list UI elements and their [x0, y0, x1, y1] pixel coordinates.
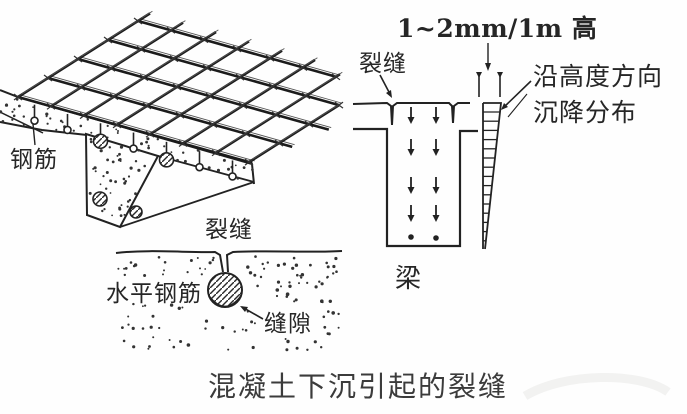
section-crack-label: 裂缝: [205, 217, 253, 243]
gap-crescent: [208, 295, 242, 308]
figure-caption: 混凝土下沉引起的裂缝: [208, 370, 508, 403]
distribution-label-line1: 沿高度方向: [533, 62, 663, 91]
slab-edge-bottom-line: [0, 121, 88, 136]
distribution-label-line2: 沉降分布: [533, 98, 637, 127]
distribution-arrowhead: [501, 103, 508, 110]
rebar-section-circle: [92, 191, 108, 207]
surface-line-with-crack: [115, 250, 343, 273]
horizontal-rebar-label: 水平钢筋: [106, 281, 202, 307]
crack-label-arrowhead: [386, 90, 392, 98]
slab-left-cut-line: [0, 111, 44, 134]
beam-label: 梁: [395, 264, 422, 294]
settlement-rate-label: 1~2mm/1m 高: [397, 14, 597, 43]
rebar-label: 钢筋: [10, 147, 58, 173]
gauge-arrowhead: [497, 72, 503, 78]
slab-surface-with-cracks: [352, 101, 470, 126]
crack-label-leader: [379, 74, 391, 95]
slab-mesh-perspective-drawing: 钢筋: [0, 10, 344, 229]
beam-outline: [353, 127, 478, 248]
generated-soil-stipple: [117, 255, 340, 352]
horizontal-rebar-circle: [207, 272, 243, 308]
gap-label: 缝隙: [264, 311, 312, 337]
rebar-section-circle: [129, 205, 143, 219]
rebar-dot: [433, 235, 439, 241]
gauge-arrowhead: [476, 72, 482, 78]
beam-elevation-drawing: 1~2mm/1m 高 裂缝 沿高度方向 沉降分布 梁: [352, 14, 663, 294]
rebar-dot: [408, 234, 414, 240]
wedge-rungs: [483, 111, 500, 242]
elevation-crack-label: 裂缝: [359, 51, 407, 77]
watermark-smudge: [522, 372, 671, 400]
rate-leader-arrowhead: [485, 63, 491, 71]
distribution-leader: [502, 80, 532, 109]
section-detail-drawing: 裂缝 水平钢筋 缝隙: [106, 217, 343, 352]
generated-mesh-and-texture: [0, 10, 344, 218]
gap-label-arrowhead: [240, 306, 248, 312]
distribution-leader-echo: [507, 93, 528, 118]
rebar-label-leader: [32, 123, 36, 146]
